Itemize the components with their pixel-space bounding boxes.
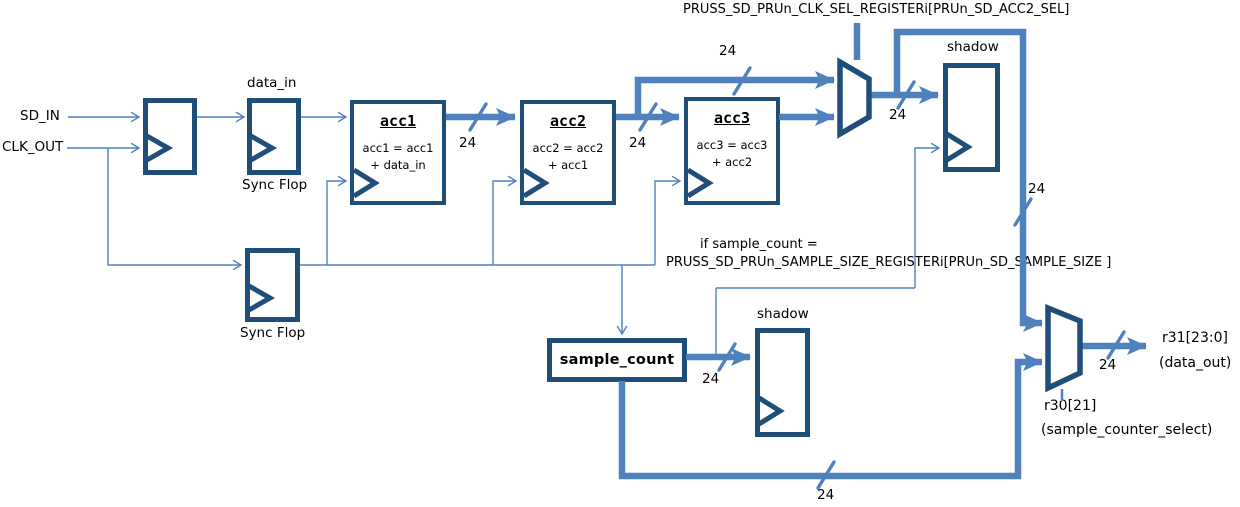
bus-width-tick-icon-acc2-acc3 [638,102,658,132]
sync-flop-bottom-box [245,248,300,322]
bus-width-label-mux1-shadow: 24 [889,107,907,123]
bus-width-label-bottom-rail: 24 [817,487,835,503]
acc2-block: acc2 acc2 = acc2 + acc1 [520,100,616,205]
acc3-block: acc3 acc3 = acc3 + acc2 [684,97,780,205]
r31-label: r31[23:0] [1162,330,1228,346]
bus-width-tick-icon-mux1-shadow [896,80,916,110]
bus-width-label-bypass: 24 [1028,181,1046,197]
sd-in-label: SD_IN [20,108,60,124]
shadow-register-top-box [943,63,1000,172]
sync-flop-bottom-label: Sync Flop [240,325,306,341]
wire-clock-to-acc1 [326,175,348,265]
bus-width-label-acc2-acc3: 24 [629,135,647,151]
r30-label: r30[21] [1044,398,1097,414]
acc3-title: acc3 [713,109,751,127]
bus-width-label-data-out: 24 [1099,357,1117,373]
acc2-equation-line1: acc2 = acc2 [532,141,604,155]
acc1-equation-line2: + data_in [370,158,426,172]
data-out-label: (data_out) [1159,355,1232,371]
bus-width-tick-icon-bypass [1013,197,1033,227]
clk-sel-register-label: PRUSS_SD_PRUn_CLK_SEL_REGISTERi[PRUn_SD_… [683,2,1070,17]
shadow-bottom-label: shadow [757,306,809,322]
sample-counter-select-label: (sample_counter_select) [1041,422,1213,438]
if-condition-line1: if sample_count = [700,237,818,252]
mux2-shape [1045,303,1083,393]
acc1-equation-line1: acc1 = acc1 [362,141,434,155]
bus-width-tick-icon-acc1-acc2 [468,102,488,132]
bus-width-tick-icon-bottom-rail [816,460,836,490]
wire-clock-to-acc2 [492,175,518,265]
sample-count-block: sample_count [547,338,687,382]
acc2-equation-line2: + acc1 [547,158,589,172]
acc1-block: acc1 acc1 = acc1 + data_in [350,100,446,205]
data-in-label: data_in [247,75,297,91]
shadow-top-label: shadow [947,39,999,55]
bus-width-tick-icon-acc2-mux [732,66,752,96]
bus-width-label-acc2-mux: 24 [719,43,737,59]
sync-flop-top-box [247,98,301,175]
acc3-equation-line2: + acc2 [711,155,753,169]
bus-width-label-sample-shadow: 24 [702,371,720,387]
bus-width-label-acc1-acc2: 24 [459,135,477,151]
input-flop-box [143,98,197,175]
wire-clock-to-acc3 [654,175,682,265]
acc3-equation-line1: acc3 = acc3 [696,138,768,152]
mux1-shape [837,57,872,139]
shadow-register-bottom-box [755,328,810,437]
clk-out-label: CLK_OUT [2,139,64,155]
sample-count-title: sample_count [559,352,675,368]
acc2-title: acc2 [549,112,587,130]
sync-flop-top-label: Sync Flop [242,177,308,193]
acc1-title: acc1 [379,112,417,130]
if-condition-line2: PRUSS_SD_PRUn_SAMPLE_SIZE_REGISTERi[PRUn… [666,255,1112,270]
bus-width-tick-icon-data-out [1106,330,1126,360]
bus-width-tick-icon-sample-shadow [717,342,737,372]
